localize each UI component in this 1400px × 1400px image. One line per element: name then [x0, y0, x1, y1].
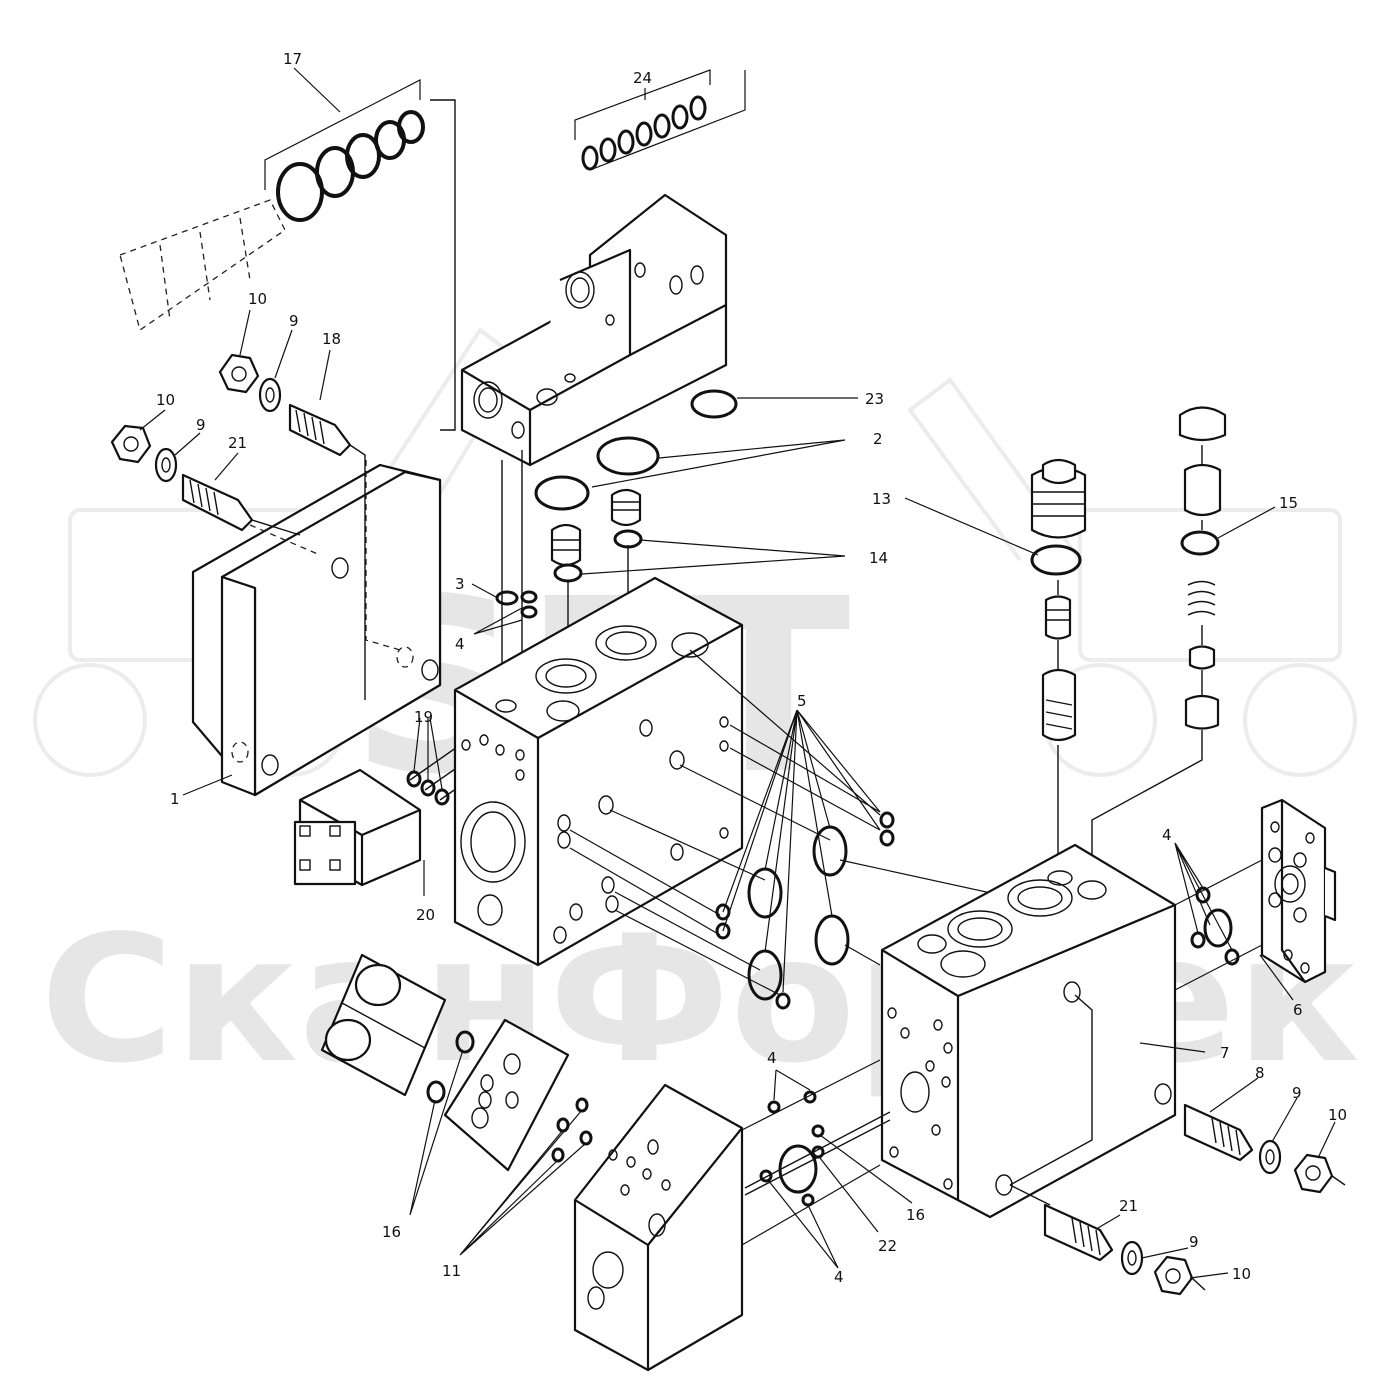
callout-19: 19: [414, 708, 433, 726]
bottom-center-block: [573, 1059, 891, 1372]
callout-21: 21: [1119, 1197, 1138, 1215]
callout-23: 23: [865, 390, 884, 408]
callout-16: 11: [442, 1262, 461, 1280]
callout-3: 3: [455, 575, 465, 593]
callout-9: 9: [1189, 1233, 1199, 1251]
callout-21: 21: [228, 434, 247, 452]
solenoid-plates-16: [320, 953, 593, 1172]
callout-labels: 17 24 10 9 18 10 9 21 23 2 13 15 14 3 4 …: [156, 50, 1347, 1286]
callout-2: 2: [873, 430, 883, 448]
callout-9: 9: [289, 312, 299, 330]
side-plate-1: [191, 460, 442, 797]
callout-4: 4: [834, 1268, 844, 1286]
callout-9: 9: [1292, 1084, 1302, 1102]
seal-kit-24: [574, 69, 746, 171]
callout-7: 7: [1220, 1044, 1230, 1062]
callout-5: 5: [797, 692, 807, 710]
end-cover-6: [1174, 798, 1337, 991]
callout-4: 4: [455, 635, 465, 653]
callout-10: 10: [1328, 1106, 1347, 1124]
callout-1: 1: [170, 790, 180, 808]
center-main-block: [453, 576, 744, 967]
callout-24: 24: [633, 69, 652, 87]
callout-18: 18: [322, 330, 341, 348]
o-rings-2-23: [534, 389, 738, 511]
callout-17: 17: [283, 50, 302, 68]
stud-set-right: [1009, 1103, 1346, 1296]
callout-22: 16: [906, 1206, 925, 1224]
callout-10: 10: [1232, 1265, 1251, 1283]
top-valve-body: [460, 193, 728, 467]
check-plugs-14: [495, 450, 643, 700]
callout-20: 20: [416, 906, 435, 924]
relief-valve-13: [1030, 458, 1087, 880]
leader-lines: [139, 67, 1336, 1279]
callout-13: 13: [872, 490, 891, 508]
watermark-tractor-right: [907, 377, 1357, 777]
valve-cartridge-15: [1091, 406, 1227, 880]
callout-4: 4: [767, 1049, 777, 1067]
callout-6: 6: [1293, 1001, 1303, 1019]
right-block-7: [880, 843, 1177, 1219]
callout-10: 10: [156, 391, 175, 409]
callout-10: 10: [248, 290, 267, 308]
callout-4: 4: [1162, 826, 1172, 844]
callout-14: 14: [869, 549, 888, 567]
callout-9: 9: [196, 416, 206, 434]
callout-15: 15: [1279, 494, 1298, 512]
hose-assembly-17: [119, 79, 456, 431]
stud-set-upper: [110, 353, 366, 700]
callout-11: 22: [878, 1237, 897, 1255]
callout-16: 16: [382, 1223, 401, 1241]
callout-8: 8: [1255, 1064, 1265, 1082]
